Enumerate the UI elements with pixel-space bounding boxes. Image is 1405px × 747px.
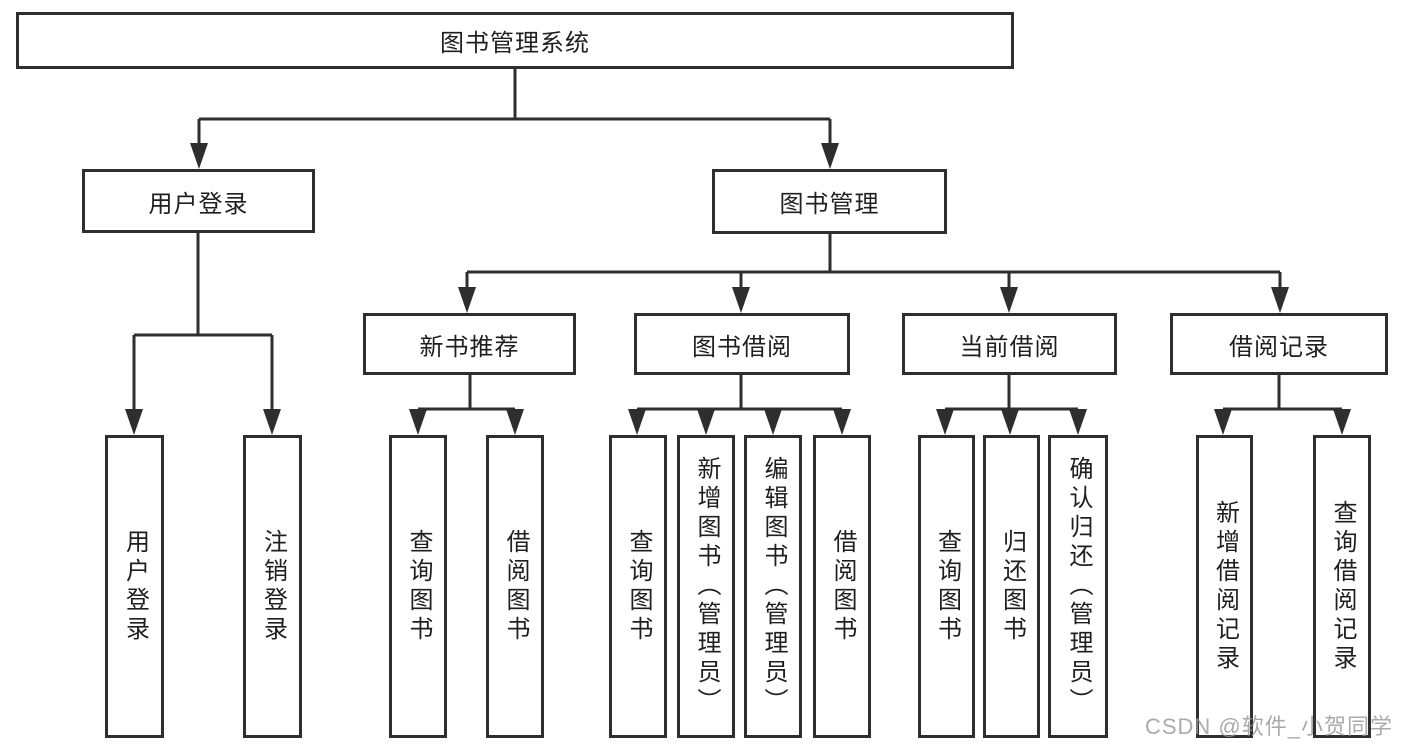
leaf-borrow-edit-books-admin-label: 编辑图书（管理员） [760,456,787,717]
node-user-login: 用户登录 [82,169,315,233]
leaf-records-add-record: 新增借阅记录 [1196,435,1253,738]
leaf-logout-label: 注销登录 [259,528,287,645]
leaf-records-query-record: 查询借阅记录 [1313,435,1371,738]
leaf-user-login-label: 用户登录 [121,528,149,645]
leaf-current-return-books: 归还图书 [983,435,1040,738]
leaf-borrow-query-books: 查询图书 [609,435,667,738]
leaf-newbook-borrow-books: 借阅图书 [486,435,544,738]
node-book-borrow: 图书借阅 [634,313,850,375]
leaf-current-query-books-label: 查询图书 [933,528,961,645]
node-root: 图书管理系统 [16,12,1014,69]
leaf-borrow-add-books-admin-label: 新增图书（管理员） [693,456,720,717]
node-new-book-recommend-label: 新书推荐 [419,333,520,361]
leaf-borrow-query-books-label: 查询图书 [625,528,652,645]
node-borrow-records: 借阅记录 [1170,313,1388,375]
node-book-management-label: 图书管理 [779,191,880,218]
leaf-current-query-books: 查询图书 [918,435,975,738]
leaf-newbook-query-books: 查询图书 [389,435,447,738]
csdn-watermark: CSDN @软件_小贺同学 [1144,714,1393,739]
leaf-current-return-books-label: 归还图书 [998,528,1026,645]
leaf-borrow-edit-books-admin: 编辑图书（管理员） [744,435,802,738]
leaf-borrow-borrow-books: 借阅图书 [813,435,871,738]
node-book-management: 图书管理 [712,169,947,234]
node-new-book-recommend: 新书推荐 [363,313,576,375]
node-book-borrow-label: 图书借阅 [692,333,792,361]
leaf-current-confirm-return-admin-label: 确认归还（管理员） [1065,456,1092,717]
leaf-records-add-record-label: 新增借阅记录 [1211,499,1239,674]
leaf-newbook-borrow-books-label: 借阅图书 [502,528,529,645]
leaf-borrow-add-books-admin: 新增图书（管理员） [677,435,735,738]
leaf-records-query-record-label: 查询借阅记录 [1329,499,1356,674]
leaf-newbook-query-books-label: 查询图书 [405,528,432,645]
leaf-borrow-borrow-books-label: 借阅图书 [829,528,856,645]
leaf-user-login: 用户登录 [105,435,164,738]
node-current-borrow-label: 当前借阅 [959,333,1060,361]
node-current-borrow: 当前借阅 [902,313,1117,375]
node-user-login-label: 用户登录 [148,190,249,218]
leaf-current-confirm-return-admin: 确认归还（管理员） [1048,435,1108,738]
node-root-label: 图书管理系统 [440,30,590,57]
node-borrow-records-label: 借阅记录 [1229,333,1329,361]
leaf-logout: 注销登录 [243,435,302,738]
